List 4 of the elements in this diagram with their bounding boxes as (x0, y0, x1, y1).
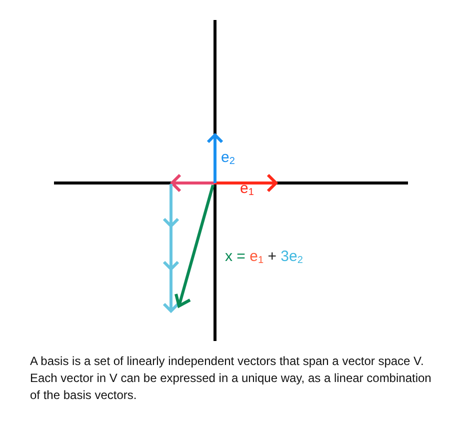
vector-label: e$_{1}$ (240, 181, 254, 198)
vector-label: e$_{2}$ (221, 150, 235, 167)
equation: x = e$_{1}$ + 3e$_{2}$ (225, 249, 303, 266)
caption: A basis is a set of linearly independent vectors that span a vector space V. Each vector in V can be expressed in a unique way, as a linear combination of the basis vectors. (30, 353, 432, 404)
